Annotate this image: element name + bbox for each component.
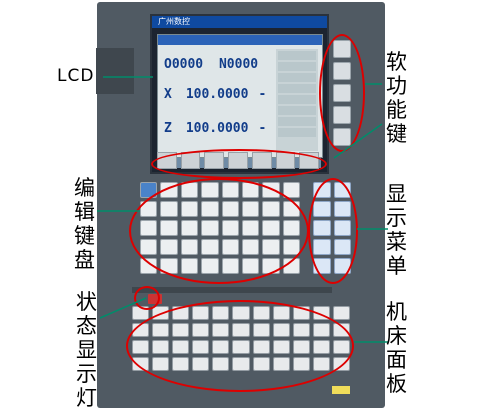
z-value: 100.0000: [185, 121, 249, 136]
screen-header-bar: [158, 35, 322, 45]
n-value: N0000: [218, 57, 259, 72]
screen-side-info: [276, 49, 318, 151]
soft-keys-row-ellipse: [151, 149, 327, 179]
display-menu-ellipse: [308, 178, 358, 284]
edit-keyboard-label: 编辑键盘: [74, 176, 95, 272]
x-value: 100.0000: [185, 87, 249, 102]
machine-key[interactable]: [332, 306, 350, 320]
soft-keys-ellipse: [319, 34, 365, 152]
edit-keyboard-ellipse: [129, 178, 309, 284]
panel-side-tab: [96, 48, 134, 94]
machine-panel-ellipse: [126, 300, 354, 392]
brand-bar: 广州数控: [152, 16, 327, 28]
soft-keys-label: 软功能键: [386, 50, 407, 146]
o-n-readout: O0000 N0000: [164, 57, 274, 72]
o-value: O0000: [164, 57, 204, 72]
panel-yellow-key[interactable]: [332, 386, 350, 394]
status-lights-label: 状态显示灯: [76, 290, 97, 410]
status-lamp-ellipse: [134, 286, 160, 310]
display-menu-label: 显示菜单: [386, 182, 407, 278]
status-lamp-strip: [132, 287, 332, 293]
edit-key[interactable]: [282, 182, 300, 198]
lcd-label: LCD: [57, 66, 95, 86]
machine-panel-label: 机床面板: [386, 300, 407, 396]
